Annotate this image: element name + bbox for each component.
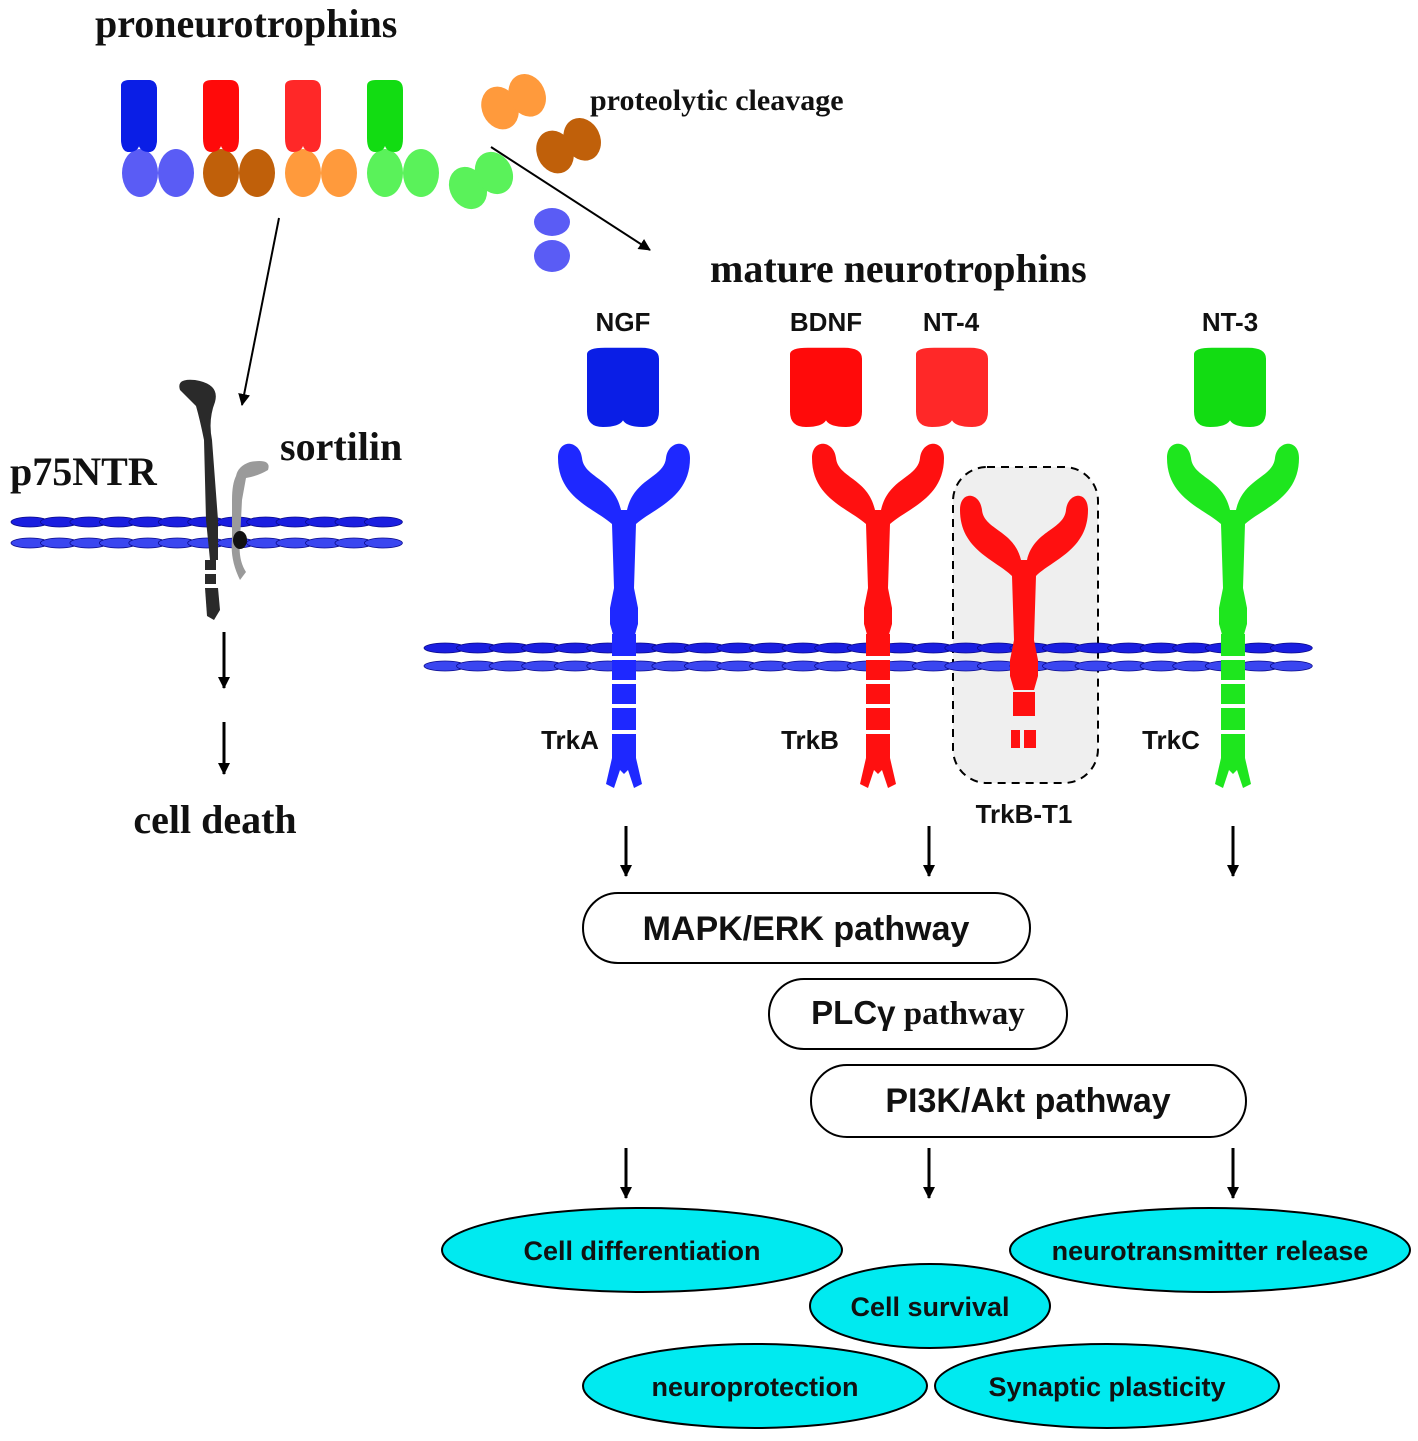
ngf-label: NGF	[596, 307, 651, 337]
trkb-t1-label: TrkB-T1	[976, 799, 1073, 829]
nt4-dimer	[916, 347, 988, 427]
nt3-dimer	[1194, 347, 1266, 427]
proneurotrophin-nt3	[367, 80, 439, 197]
pi3k-pathway-box	[810, 1064, 1247, 1138]
sortilin-receptor	[231, 461, 269, 580]
proneurotrophin-nt4	[285, 80, 357, 197]
p75ntr-label: p75NTR	[10, 449, 158, 494]
trkc-label: TrkC	[1142, 725, 1200, 755]
ngf-dimer	[587, 347, 659, 427]
cell-death-label: cell death	[133, 797, 296, 842]
p75ntr-receptor	[179, 379, 220, 620]
synaptic-plasticity-label: Synaptic plasticity	[988, 1372, 1225, 1402]
neuroprotection-ellipse	[582, 1343, 928, 1429]
cell-differentiation-ellipse	[441, 1207, 843, 1293]
trkb-label: TrkB	[781, 725, 839, 755]
trkb-t1-receptor	[960, 495, 1088, 748]
plc-prefix: PLCγ	[811, 994, 896, 1031]
synaptic-plasticity-ellipse	[934, 1343, 1280, 1429]
nt4-label: NT-4	[923, 307, 980, 337]
bdnf-dimer	[790, 347, 862, 427]
mature-neurotrophins-label: mature neurotrophins	[710, 246, 1087, 291]
mapk-pathway-box	[582, 892, 1031, 964]
trka-label: TrkA	[541, 725, 599, 755]
nt3-label: NT-3	[1202, 307, 1258, 337]
sortilin-label: sortilin	[280, 424, 402, 469]
neuroprotection-label: neuroprotection	[652, 1372, 859, 1402]
bdnf-label: BDNF	[790, 307, 862, 337]
plc-suffix: pathway	[896, 996, 1026, 1032]
proneurotrophins-label: proneurotrophins	[95, 1, 397, 46]
lipid-ellipse	[1269, 642, 1313, 654]
lipid-ellipse	[1269, 660, 1313, 672]
proneurotrophin-ngf	[121, 80, 194, 197]
mapk-pathway-label: MAPK/ERK pathway	[643, 910, 970, 948]
pi3k-pathway-label: PI3K/Akt pathway	[885, 1082, 1170, 1120]
cell-differentiation-label: Cell differentiation	[523, 1236, 760, 1266]
cell-survival-label: Cell survival	[850, 1292, 1009, 1322]
plc-pathway-box	[768, 978, 1068, 1050]
cleaved-prodomains	[448, 73, 601, 272]
proneurotrophin-bdnf	[203, 80, 275, 197]
lipid-ellipse	[363, 516, 403, 528]
neurotransmitter-release-ellipse	[1009, 1207, 1411, 1293]
proteolytic-cleavage-label: proteolytic cleavage	[590, 84, 844, 117]
pro-to-p75-arrow	[238, 217, 280, 406]
neurotransmitter-release-label: neurotransmitter release	[1052, 1236, 1369, 1266]
plc-pathway-label: PLCγ pathway	[811, 994, 1025, 1032]
right-membrane	[423, 642, 1313, 672]
cell-survival-ellipse	[809, 1263, 1051, 1349]
lipid-ellipse	[363, 537, 403, 549]
cleavage-arrow	[490, 146, 651, 251]
